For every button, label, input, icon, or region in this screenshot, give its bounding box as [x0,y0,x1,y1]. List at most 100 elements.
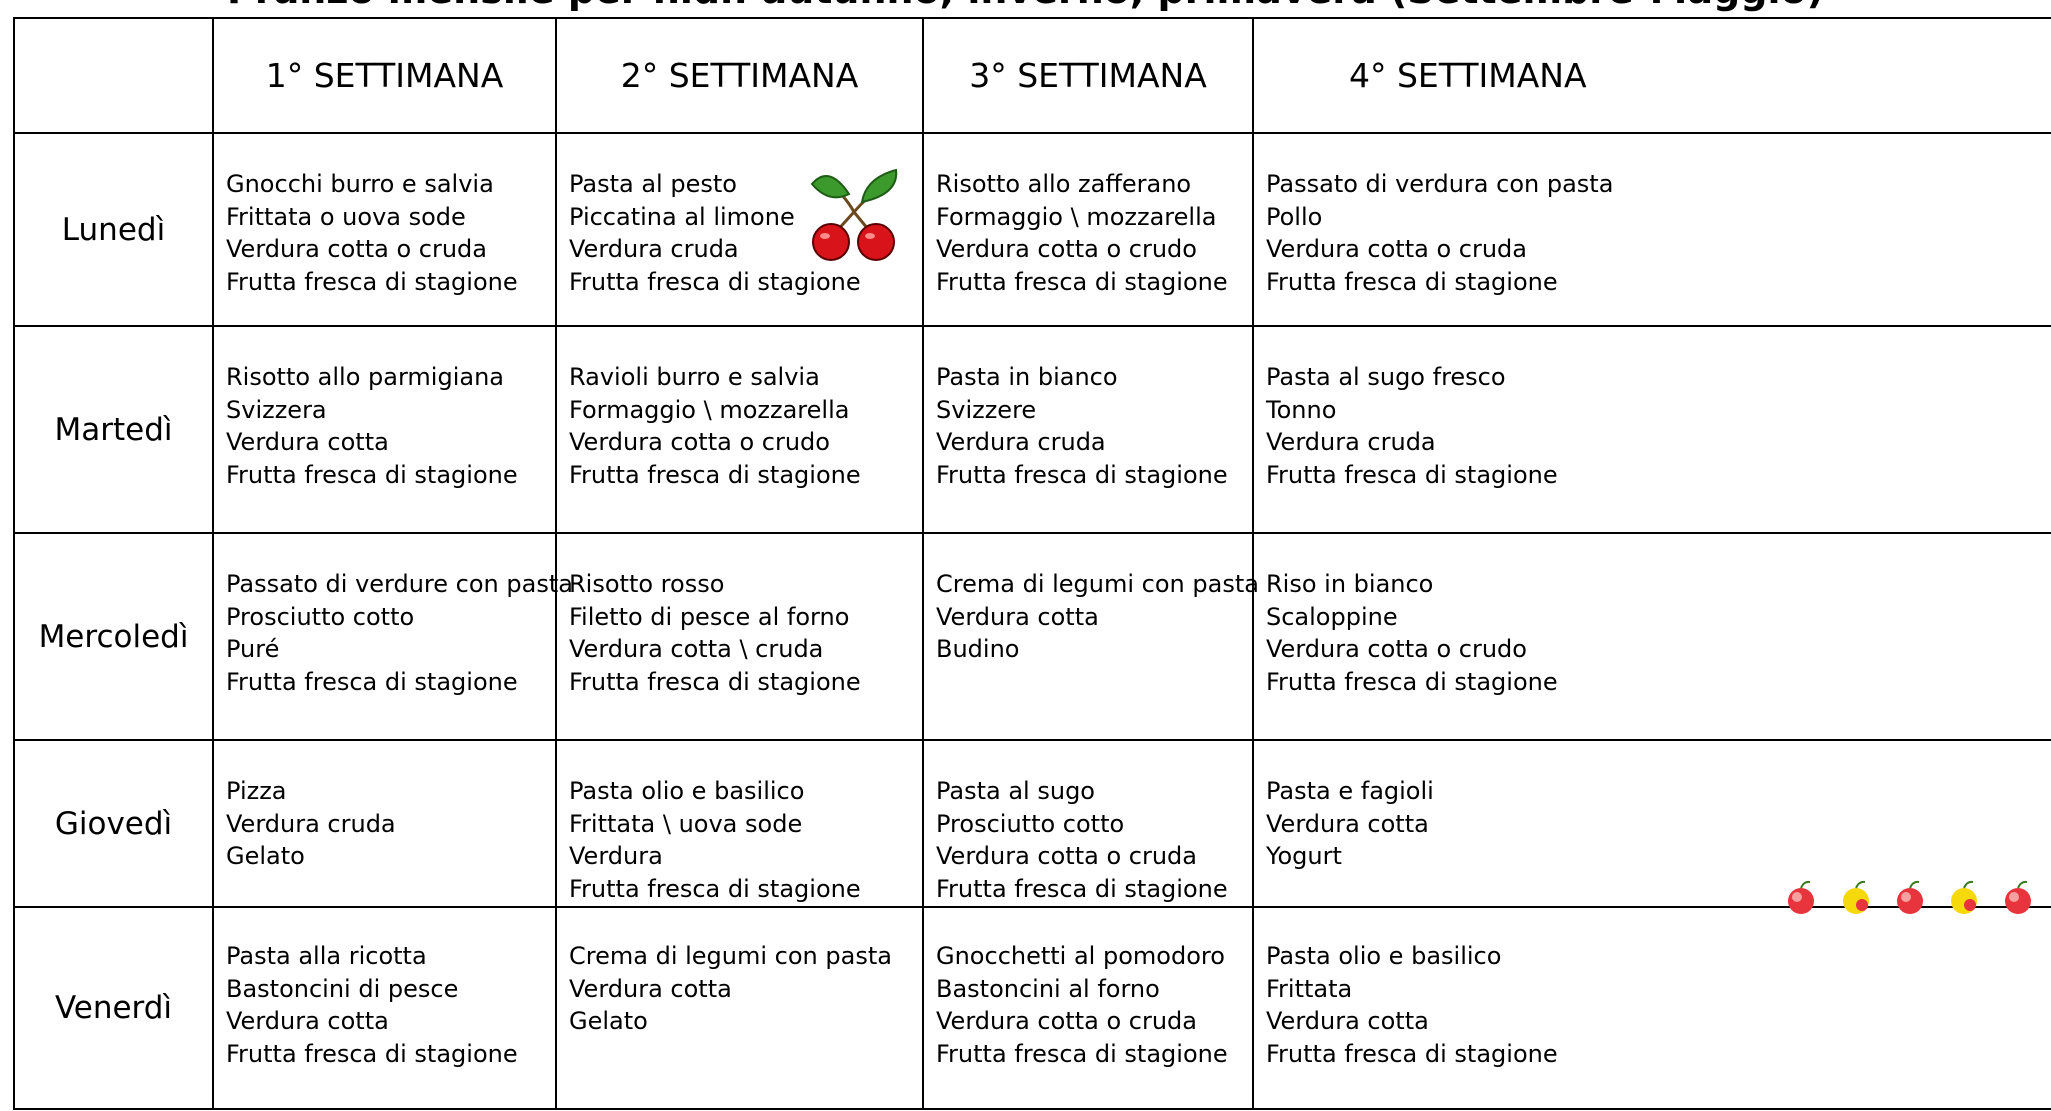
dish-item: Frutta fresca di stagione [569,267,861,296]
dish-item: Pasta al pesto [569,170,737,198]
dish-item: Gnocchi burro e salvia [226,170,494,198]
day-label: Giovedì [13,739,214,908]
dish-item: Svizzera [226,395,327,424]
dish-item: Bastoncini al forno [936,974,1160,1003]
dish-item: Risotto allo parmigiana [226,363,504,391]
dish-item: Frutta fresca di stagione [1266,460,1558,489]
dish-item: Puré [226,635,280,663]
dish-item: Verdura cotta o crudo [569,428,830,456]
apple-icon [1951,880,1977,914]
header-row: 1° SETTIMANA 2° SETTIMANA 3° SETTIMANA 4… [13,17,2051,134]
dish-item: Pasta al sugo [936,777,1095,805]
dish-item: Verdura cotta o cruda [936,1007,1197,1035]
dish-item: Risotto rosso [569,570,725,598]
dish-item: Frutta fresca di stagione [936,267,1228,296]
dish-item: Verdura cotta [936,602,1099,631]
dish-item: Frutta fresca di stagione [936,1039,1228,1068]
dish-item: Budino [936,635,1020,663]
dish-item: Verdura cotta [1266,1007,1429,1035]
dish-item: Verdura cruda [1266,428,1436,456]
dish-item: Frutta fresca di stagione [226,1039,518,1068]
dish-item: Verdura cotta [226,428,389,456]
cherries-icon [810,168,898,261]
dish-item: Filetto di pesce al forno [569,602,850,631]
dish-item: Frutta fresca di stagione [226,667,518,696]
dish-item: Frutta fresca di stagione [569,874,861,903]
dish-item: Ravioli burro e salvia [569,363,820,391]
dish-item: Yogurt [1266,842,1342,870]
dish-item: Pasta alla ricotta [226,942,427,970]
apple-icon [1897,880,1923,914]
corner-cell [13,17,214,134]
apple-icon [1788,880,1814,914]
dish-item: Pollo [1266,202,1323,231]
dish-item: Verdura cotta o cruda [1266,235,1527,263]
dish-item: Verdura cotta o crudo [936,235,1197,263]
dish-item: Verdura cotta [1266,809,1429,838]
dish-item: Pasta olio e basilico [569,777,805,805]
dish-item: Crema di legumi con pasta [936,570,1259,598]
week-header: 4° SETTIMANA [1252,17,2051,134]
dish-item: Verdura cotta o cruda [936,842,1197,870]
dish-item: Verdura cotta [569,974,732,1003]
dish-item: Tonno [1266,395,1337,424]
day-label: Mercoledì [13,532,214,741]
week-header: 1° SETTIMANA [212,17,557,134]
dish-item: Pizza [226,777,287,805]
dish-item: Svizzere [936,395,1037,424]
dish-item: Frutta fresca di stagione [1266,1039,1558,1068]
dish-item: Bastoncini di pesce [226,974,459,1003]
dish-item: Prosciutto cotto [936,809,1125,838]
apples-row-icon [1788,880,2031,914]
apple-icon [1843,880,1869,914]
dish-item: Verdura cotta \ cruda [569,635,824,663]
dish-item: Riso in bianco [1266,570,1434,598]
day-label: Venerdì [13,906,214,1110]
apple-icon [2005,880,2031,914]
dish-item: Frutta fresca di stagione [1266,667,1558,696]
day-label: Martedì [13,325,214,534]
dish-item: Scaloppine [1266,602,1398,631]
dish-item: Verdura cotta o crudo [1266,635,1527,663]
dish-item: Frittata o uova sode [226,202,466,231]
dish-item: Passato di verdura con pasta [1266,170,1614,198]
week-header: 2° SETTIMANA [555,17,924,134]
dish-item: Verdura cotta [226,1007,389,1035]
dish-item: Verdura cruda [226,809,396,838]
